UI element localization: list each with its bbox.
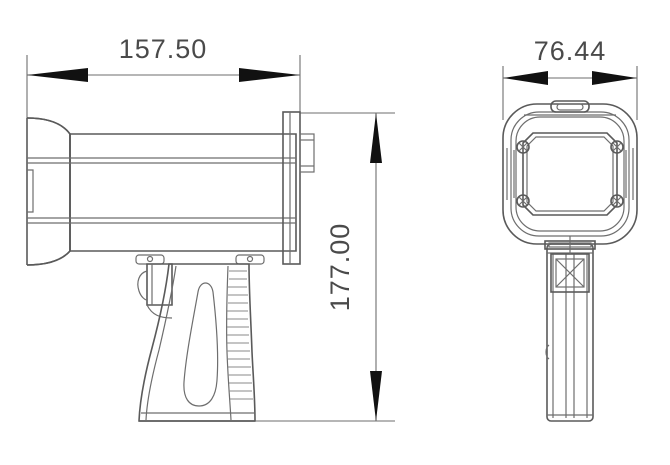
arrowhead-right <box>239 68 300 82</box>
side-view-grip <box>138 263 256 422</box>
front-view-top-tab <box>524 100 616 116</box>
mount-screw-front <box>146 255 154 263</box>
display-plate-octagon <box>522 132 618 216</box>
dimension-height-label: 177.00 <box>325 223 355 312</box>
side-view-rear-port <box>282 111 315 265</box>
dimension-width-157-50: 157.50 <box>26 34 301 118</box>
front-view-display <box>522 132 618 216</box>
dimension-height-177-00: 177.00 <box>255 112 395 422</box>
side-view <box>26 111 315 422</box>
side-view-body <box>26 117 297 266</box>
grip-plate-x-2 <box>555 258 585 288</box>
grip-finger-recess <box>183 282 219 407</box>
trigger-button <box>137 270 148 301</box>
screw-top-left <box>516 140 530 154</box>
top-tab-inner <box>556 103 584 111</box>
arrowhead-bottom <box>370 371 382 421</box>
body-cap-top-curve <box>26 117 71 135</box>
dimension-depth-label: 76.44 <box>534 36 607 66</box>
front-view-grip-plate <box>544 236 596 293</box>
arrowhead-left <box>27 68 88 82</box>
body-left-notch <box>27 169 34 213</box>
trigger-guard <box>146 304 173 319</box>
grip-side-detail <box>545 344 550 360</box>
screw-bottom-right <box>610 194 624 208</box>
grip-ribs <box>227 270 253 400</box>
rear-connector-boss <box>299 133 315 173</box>
mount-screw-rear <box>246 255 254 263</box>
trigger-housing <box>146 263 173 306</box>
display-window <box>526 136 614 212</box>
grip-plate-square-inner <box>555 258 585 288</box>
top-tab-outer <box>550 100 590 113</box>
grip-rear-strap-inner <box>225 265 232 421</box>
body-cap-bottom-curve <box>26 250 71 266</box>
grip-front-inner-contour <box>145 265 177 421</box>
dimension-depth-76-44: 76.44 <box>502 36 638 120</box>
dimension-width-label: 157.50 <box>119 34 208 64</box>
bezel-inner-ring-2 <box>515 116 625 232</box>
rear-faceplate <box>282 111 301 265</box>
side-view-trigger <box>137 263 173 319</box>
screw-bottom-left <box>516 194 530 208</box>
arrowhead-left <box>503 71 548 85</box>
front-view-screws <box>516 140 624 208</box>
front-view-grip <box>545 243 594 422</box>
arrowhead-top <box>370 113 382 163</box>
screw-top-right <box>610 140 624 154</box>
arrowhead-right <box>592 71 637 85</box>
front-view <box>502 100 638 422</box>
mount-boss-rear <box>235 254 265 265</box>
